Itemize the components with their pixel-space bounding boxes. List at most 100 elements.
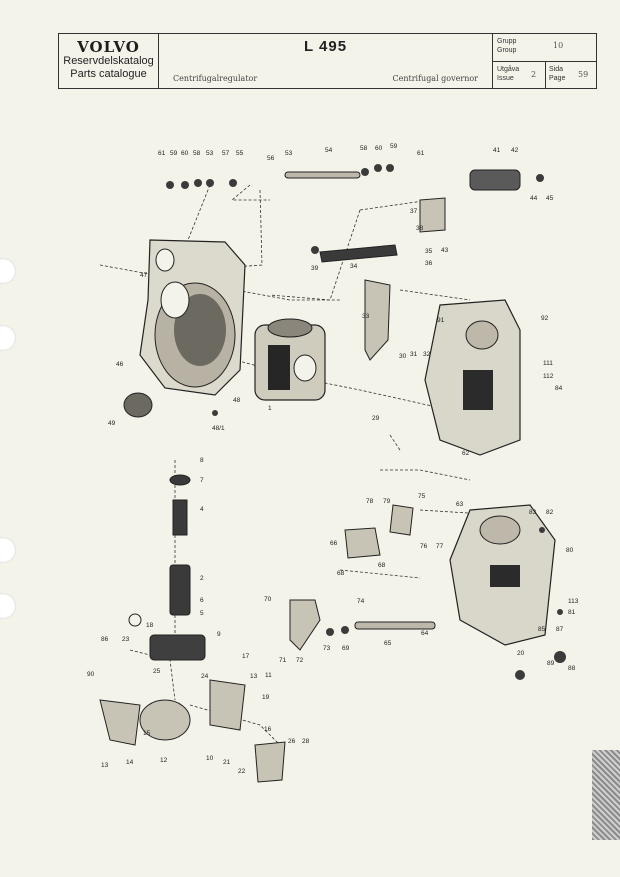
part-callout: 10	[206, 755, 214, 762]
part-callout: 59	[390, 143, 398, 150]
control-levers	[99, 169, 521, 783]
part-callout: 13	[250, 673, 258, 680]
part-callout: 55	[236, 150, 244, 157]
part-callout: 62	[462, 450, 470, 457]
part-callout: 29	[372, 415, 380, 422]
part-callout: 23	[122, 636, 130, 643]
part-callout: 5	[200, 610, 204, 617]
part-callout: 48/1	[212, 425, 225, 432]
issue-label-sv: Utgåva	[497, 66, 520, 73]
part-callout: 85	[538, 626, 546, 633]
divider	[493, 61, 596, 62]
part-callout: 1	[268, 405, 272, 412]
part-callout: 64	[421, 630, 429, 637]
part-callout: 79	[383, 498, 391, 505]
part-callout: 28	[302, 738, 310, 745]
part-callout: 18	[146, 622, 154, 629]
group-label-en: Group	[497, 47, 517, 54]
volvo-logo: VOLVO	[77, 38, 140, 56]
part-callout: 12	[160, 757, 168, 764]
part-callout: 75	[418, 493, 426, 500]
flywheel-disc	[123, 392, 153, 418]
part-callout: 49	[108, 420, 116, 427]
group-label-sv: Grupp	[497, 38, 517, 45]
part-callout: 30	[399, 353, 407, 360]
part-callout: 25	[153, 668, 161, 675]
part-callout: 81	[568, 609, 576, 616]
part-callout: 84	[555, 385, 563, 392]
part-callout: 91	[437, 317, 445, 324]
part-callout: 83	[529, 509, 537, 516]
reference-block: Grupp Group 10 Utgåva Issue 2 Sida Page …	[492, 34, 596, 88]
part-callout: 47	[140, 272, 148, 279]
flyweight-assembly	[254, 318, 326, 401]
part-callout: 54	[325, 147, 333, 154]
part-callout: 88	[568, 665, 576, 672]
governor-cover	[424, 299, 521, 456]
part-callout: 37	[410, 208, 418, 215]
divider	[545, 61, 546, 88]
title-block: L 495 Centrifugalregulator Centrifugal g…	[159, 34, 492, 88]
page-label-sv: Sida	[549, 66, 564, 73]
group-value: 10	[553, 41, 564, 50]
part-callout: 61	[158, 150, 166, 157]
page-header: VOLVO Reservdelskatalog Parts catalogue …	[58, 33, 597, 89]
part-callout: 78	[366, 498, 374, 505]
part-callout: 48	[233, 397, 241, 404]
governor-housing	[139, 239, 246, 396]
part-callout: 41	[493, 147, 501, 154]
part-callout: 43	[441, 247, 449, 254]
part-callout: 70	[264, 596, 272, 603]
part-callout: 89	[547, 660, 555, 667]
part-callout: 35	[425, 248, 433, 255]
part-callout: 65	[384, 640, 392, 647]
part-callout: 22	[238, 768, 246, 775]
part-callout: 71	[279, 657, 287, 664]
part-callout: 11	[265, 672, 272, 679]
part-callout: 21	[223, 759, 231, 766]
part-callout: 53	[285, 150, 293, 157]
part-callout: 36	[425, 260, 433, 267]
part-callout: 59	[170, 150, 178, 157]
part-callout: 90	[87, 671, 95, 678]
part-callout: 2	[200, 575, 204, 582]
part-callout: 16	[264, 726, 272, 733]
part-callout: 13	[101, 762, 109, 769]
issue-label-en: Issue	[497, 75, 514, 82]
part-callout: 6	[200, 597, 204, 604]
section-title-en: Centrifugal governor	[392, 74, 478, 83]
part-callout: 68	[337, 570, 345, 577]
part-callout: 80	[566, 547, 574, 554]
part-callout: 38	[416, 225, 424, 232]
part-callout: 72	[296, 657, 304, 664]
part-callout: 74	[357, 598, 365, 605]
catalog-title-sv: Reservdelskatalog	[63, 55, 154, 67]
part-callout: 82	[546, 509, 554, 516]
brand-block: VOLVO Reservdelskatalog Parts catalogue	[59, 34, 159, 88]
small-fasteners	[128, 164, 566, 680]
part-callout: 17	[242, 653, 250, 660]
part-callout: 9	[217, 631, 221, 638]
part-callout: 20	[517, 650, 525, 657]
part-callout: 113	[568, 598, 579, 605]
part-callout: 4	[200, 506, 204, 513]
part-callout: 61	[417, 150, 425, 157]
part-callout: 53	[206, 150, 214, 157]
part-callout: 63	[456, 501, 464, 508]
part-callout: 34	[350, 263, 358, 270]
page-value: 59	[578, 70, 589, 79]
section-title-sv: Centrifugalregulator	[173, 74, 258, 83]
part-callout: 73	[323, 645, 331, 652]
part-callout: 111	[543, 360, 553, 367]
part-callout: 46	[116, 361, 124, 368]
part-callout: 87	[556, 626, 564, 633]
part-callout: 45	[546, 195, 554, 202]
part-callout: 19	[262, 694, 270, 701]
part-callout: 57	[222, 150, 230, 157]
part-callout: 14	[126, 759, 134, 766]
part-callout: 69	[342, 645, 350, 652]
issue-value: 2	[531, 70, 537, 79]
part-callout: 33	[362, 313, 370, 320]
